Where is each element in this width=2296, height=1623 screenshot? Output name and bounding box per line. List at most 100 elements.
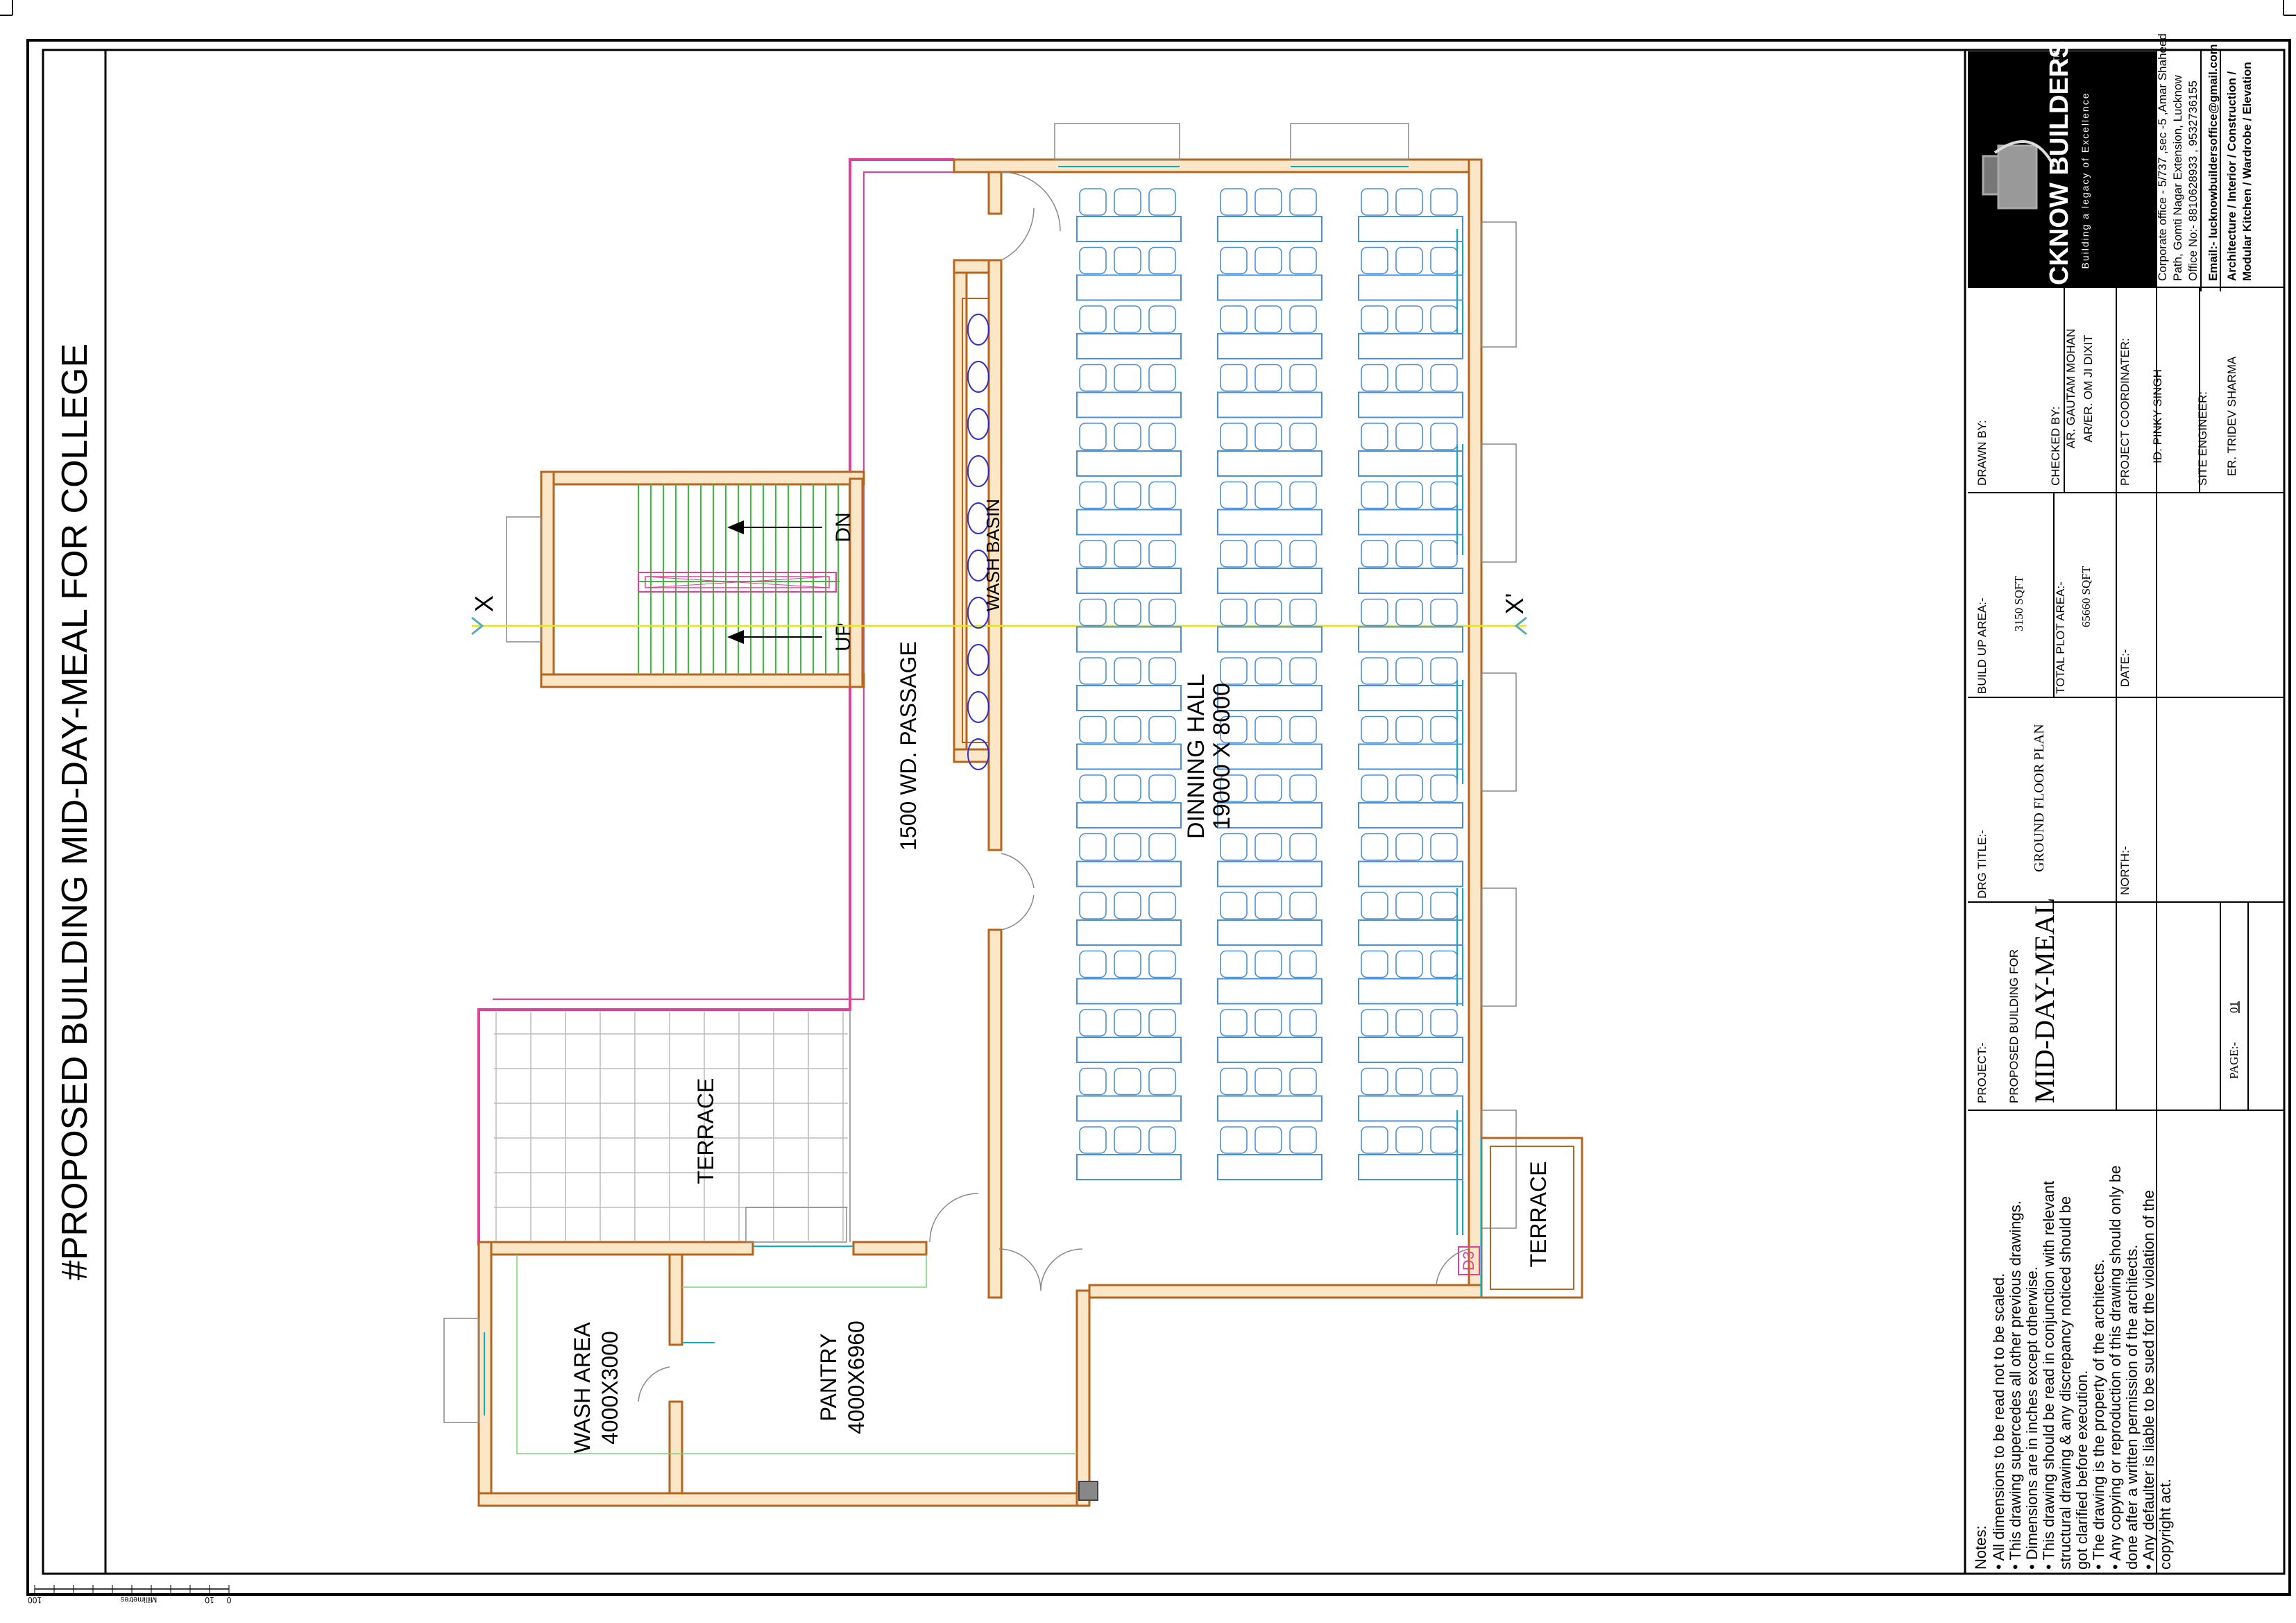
dining-table: [1217, 802, 1323, 829]
note-line: done after a written permission of the a…: [2123, 1245, 2141, 1570]
chair: [1255, 892, 1282, 919]
terrace-tiles: [494, 1012, 848, 1241]
chair: [1114, 892, 1141, 919]
dining-table: [1217, 391, 1323, 418]
chair: [1114, 715, 1141, 744]
dining-table-set: [1217, 1009, 1323, 1063]
dining-table: [1358, 1037, 1463, 1063]
build-up-value: 3150 SQFT: [2012, 575, 2025, 631]
dining-table: [1217, 626, 1323, 653]
chair: [1079, 598, 1107, 627]
chair: [1255, 1009, 1282, 1037]
chair: [1361, 423, 1388, 450]
plot-area-label: TOTAL PLOT AREA:-: [2054, 581, 2067, 694]
outer-border: [26, 39, 2291, 1596]
chair: [1255, 188, 1282, 216]
dining-table: [1358, 802, 1463, 829]
chair: [1079, 892, 1107, 919]
wash-basin-icon: [967, 361, 989, 393]
dining-table: [1358, 333, 1463, 359]
chair: [1395, 423, 1423, 450]
coordinator-label: PROJECT COORDINATER:: [2118, 338, 2132, 486]
dining-table-set: [1076, 188, 1182, 242]
chair: [1148, 833, 1176, 861]
dining-table-set: [1217, 950, 1323, 1005]
note-line: got clarified before execution.: [2073, 1370, 2091, 1570]
corner-mark: [0, 0, 13, 16]
chair: [1289, 950, 1317, 978]
dining-table: [1358, 1154, 1463, 1180]
project-name: MID-DAY-MEAL: [2029, 898, 2060, 1103]
chair: [1430, 364, 1458, 392]
dining-table: [1076, 743, 1182, 770]
chair: [1114, 833, 1141, 861]
dining-table-set: [1076, 774, 1182, 829]
dining-table: [1076, 685, 1182, 711]
dining-table: [1076, 509, 1182, 536]
dining-table-set: [1358, 481, 1463, 536]
dining-table: [1076, 391, 1182, 418]
wash-basin-wall: [953, 259, 990, 763]
drg-title-value: GROUND FLOOR PLAN: [2032, 724, 2047, 872]
chair: [1430, 598, 1458, 627]
chair: [1079, 540, 1107, 568]
chair: [1220, 423, 1248, 450]
dining-table: [1217, 1095, 1323, 1122]
chair: [1361, 1009, 1388, 1037]
chair: [1361, 715, 1388, 744]
chair: [1395, 892, 1423, 919]
chair: [1395, 1009, 1423, 1037]
wash-basin-icon: [967, 597, 989, 629]
dining-table: [1358, 509, 1463, 536]
chair: [1289, 540, 1317, 568]
date-label: DATE:-: [2118, 649, 2132, 687]
dining-hall-size: 19000 X 8000: [1209, 683, 1235, 830]
chair: [1361, 950, 1388, 978]
dining-table-set: [1358, 188, 1463, 242]
chair: [1361, 774, 1388, 802]
dining-table: [1358, 685, 1463, 711]
chair: [1289, 246, 1317, 275]
chair: [1430, 1126, 1458, 1154]
chair: [1148, 364, 1176, 392]
chair: [1255, 305, 1282, 333]
dining-table-set: [1358, 1009, 1463, 1063]
dining-table: [1358, 450, 1463, 477]
chair: [1148, 774, 1176, 802]
dining-table: [1217, 568, 1323, 594]
section-x-label: X: [470, 595, 498, 612]
wash-basin-icon: [967, 455, 989, 487]
chair: [1430, 423, 1458, 450]
dining-table-set: [1076, 305, 1182, 359]
hall-doors: [929, 171, 1083, 1291]
chair: [1289, 481, 1317, 509]
chair: [1255, 481, 1282, 509]
dining-table: [1217, 743, 1323, 770]
section-marker-left: [471, 616, 484, 636]
chair: [1114, 305, 1141, 333]
dining-table-set: [1076, 657, 1182, 711]
dining-table-set: [1076, 892, 1182, 946]
chair: [1220, 1126, 1248, 1154]
scale-bar: 0 10 100 Millimetres: [28, 1585, 231, 1605]
chair: [1148, 481, 1176, 509]
chair: [1430, 540, 1458, 568]
page-label: PAGE:-: [2227, 1042, 2240, 1079]
dining-table-set: [1076, 540, 1182, 594]
firm-services-1: Architecture / Interior / Construction /: [2225, 71, 2238, 281]
dining-table: [1076, 919, 1182, 946]
boundary-line-pink-inner: [493, 171, 954, 1000]
drawn-by-value: AR. GAUTAM MOHAN: [2064, 329, 2077, 449]
chair: [1395, 246, 1423, 275]
dining-table-set: [1217, 188, 1323, 242]
pantry-windows: [484, 1246, 853, 1416]
door-tag: D3: [1460, 1251, 1477, 1271]
staircase: DN UP: [506, 470, 865, 688]
pantry-window-sill: [443, 1318, 479, 1423]
chair: [1361, 833, 1388, 861]
chair: [1289, 305, 1317, 333]
chair: [1079, 305, 1107, 333]
dining-table-set: [1217, 1067, 1323, 1122]
chair: [1079, 715, 1107, 744]
